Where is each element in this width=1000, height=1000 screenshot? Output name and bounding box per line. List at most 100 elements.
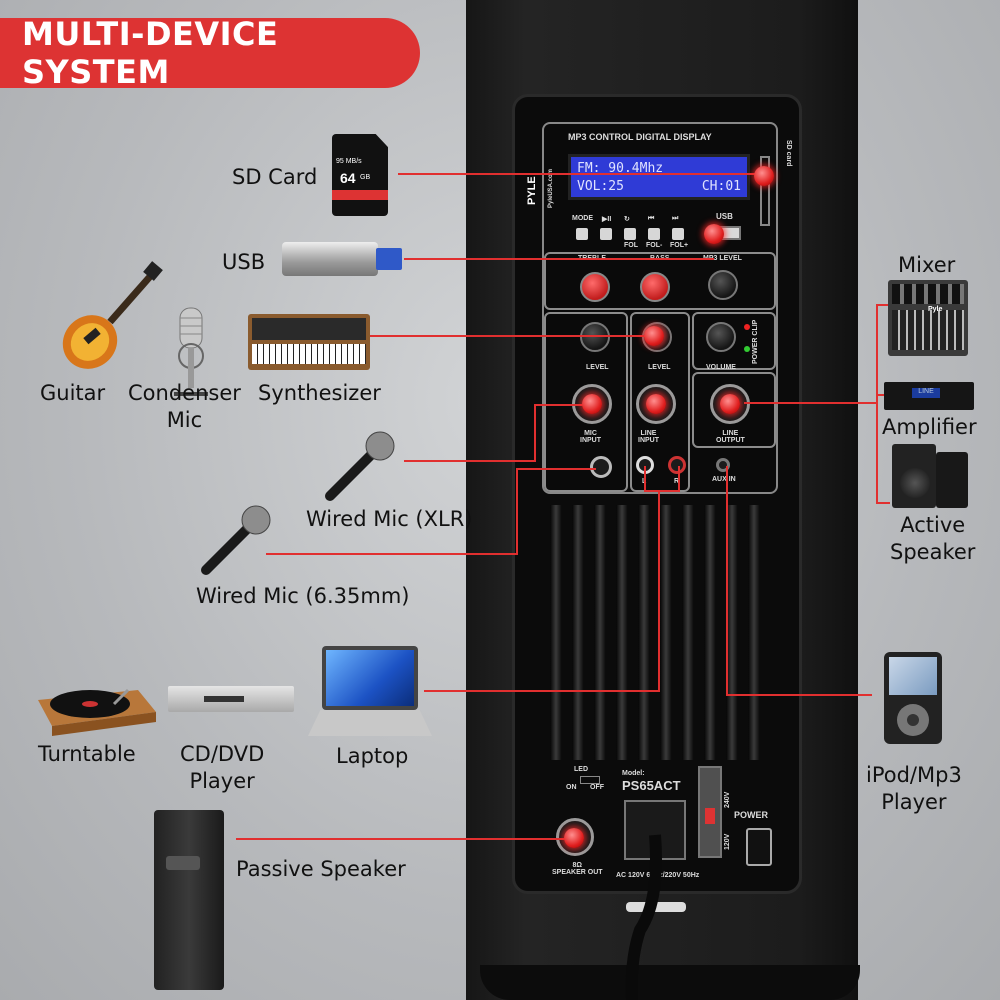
line-input-label: LINE INPUT [638, 430, 659, 444]
play-pause-label: ▶II [602, 216, 612, 223]
heat-sink-fin [748, 505, 760, 760]
line-combo-jack[interactable] [636, 384, 676, 424]
mic-level-knob[interactable] [580, 322, 610, 352]
sd-connect-dot [754, 166, 774, 186]
clip-led [744, 324, 750, 330]
lcd-volume: VOL:25 [577, 179, 624, 194]
usb-port-label: USB [716, 212, 733, 221]
aux-in-label: AUX IN [712, 476, 736, 483]
led-label: LED [574, 766, 588, 773]
usb-connect-dot [704, 224, 724, 244]
led-off-label: OFF [590, 784, 604, 791]
output-line-h [744, 402, 876, 404]
treble-knob[interactable] [580, 272, 610, 302]
sd-card-image: 95 MB/s 64 GB [332, 134, 388, 216]
label-laptop: Laptop [336, 744, 409, 768]
lcd-channel: CH:01 [701, 179, 741, 194]
lcd-line-1: FM: 90.4Mhz [577, 161, 664, 176]
repeat-label: ↻ [624, 216, 630, 223]
rca-bridge-line [644, 490, 680, 492]
voltage-switch[interactable] [698, 766, 722, 858]
wired-mic-xlr-icon [325, 431, 395, 501]
heat-sink-fin [572, 505, 584, 760]
fol-plus-label: FOL+ [670, 242, 689, 249]
power-led [744, 346, 750, 352]
prev-button[interactable] [648, 228, 660, 240]
mixer-branch-line [876, 304, 890, 306]
play-pause-button[interactable] [600, 228, 612, 240]
sd-unit: GB [360, 174, 371, 181]
xlr-mic-line-h [404, 460, 534, 462]
label-sd-card: SD Card [232, 165, 318, 189]
volume-label: VOLUME [706, 364, 736, 371]
panel-header: MP3 CONTROL DIGITAL DISPLAY [568, 132, 712, 142]
quarter-mic-line-h2 [516, 468, 596, 470]
line-output-section [692, 372, 776, 448]
quarter-mic-line-h [266, 553, 518, 555]
output-bus-v [876, 304, 878, 504]
mode-label: MODE [572, 215, 593, 222]
mp3-level-label: MP3 LEVEL [703, 255, 742, 262]
led-on-label: ON [566, 784, 577, 791]
passive-speaker-image [154, 810, 224, 990]
mode-button[interactable] [576, 228, 588, 240]
amplifier-display: LINE [912, 388, 940, 398]
label-wired-mic-xlr: Wired Mic (XLR) [306, 507, 473, 531]
label-active-speaker: Active Speaker [890, 513, 976, 564]
mixer-image: Pyle [888, 280, 968, 356]
lcd-display: FM: 90.4Mhz VOL:25 CH:01 [568, 154, 750, 200]
heat-sink-fin [616, 505, 628, 760]
model-label: Model: [622, 770, 645, 777]
rca-right-jack[interactable] [668, 456, 686, 474]
mic-channel-section [544, 312, 628, 492]
heat-sink-fin [594, 505, 606, 760]
usb-line [404, 258, 714, 260]
power-switch[interactable] [746, 828, 772, 866]
label-amplifier: Amplifier [882, 415, 977, 439]
xlr-connect-dot [582, 394, 602, 414]
line-output-jack[interactable] [710, 384, 750, 424]
next-label: ⏭ [672, 215, 679, 222]
guitar-icon [62, 261, 163, 369]
sd-card-line [398, 173, 764, 175]
xlr-mic-line-h2 [534, 404, 584, 406]
title-banner: MULTI-DEVICE SYSTEM [0, 15, 420, 91]
ipod-line-v [726, 466, 728, 696]
synth-line [370, 335, 654, 337]
xlr-mic-line-v [534, 404, 536, 462]
repeat-button[interactable] [624, 228, 636, 240]
mixer-brand: Pyle [928, 306, 943, 313]
sd-capacity: 64 [340, 170, 356, 186]
mp3-level-knob[interactable] [708, 270, 738, 300]
active-speaker-image [892, 444, 936, 508]
model-number: PS65ACT [622, 778, 681, 793]
quarter-inch-jack[interactable] [590, 456, 612, 478]
label-mixer: Mixer [898, 253, 956, 277]
heat-sink [550, 505, 768, 760]
label-usb: USB [222, 250, 266, 274]
speaker-out-label: 8Ω SPEAKER OUT [552, 862, 603, 876]
active-speaker-secondary [936, 452, 968, 508]
sd-card-slot[interactable] [760, 156, 770, 226]
passive-speaker-line [236, 838, 576, 840]
led-switch[interactable] [580, 776, 600, 784]
volume-knob[interactable] [706, 322, 736, 352]
label-ipod-mp3-player: iPod/Mp3 Player [866, 763, 962, 814]
label-cd-dvd-player: CD/DVD Player [180, 742, 265, 793]
mic-input-label: MIC INPUT [580, 430, 601, 444]
label-passive-speaker: Passive Speaker [236, 857, 406, 881]
wired-mic-635-icon [201, 505, 271, 575]
heat-sink-fin [704, 505, 716, 760]
laptop-line-v [658, 490, 660, 692]
ipod-line-h [726, 694, 872, 696]
bass-knob[interactable] [640, 272, 670, 302]
synthesizer-image [248, 314, 370, 370]
next-button[interactable] [672, 228, 684, 240]
heat-sink-fin [682, 505, 694, 760]
label-guitar: Guitar [40, 381, 106, 405]
usb-connector [376, 248, 402, 270]
line-level-label: LEVEL [648, 364, 671, 371]
synth-connect-dot [644, 326, 664, 346]
heat-sink-fin [550, 505, 562, 760]
